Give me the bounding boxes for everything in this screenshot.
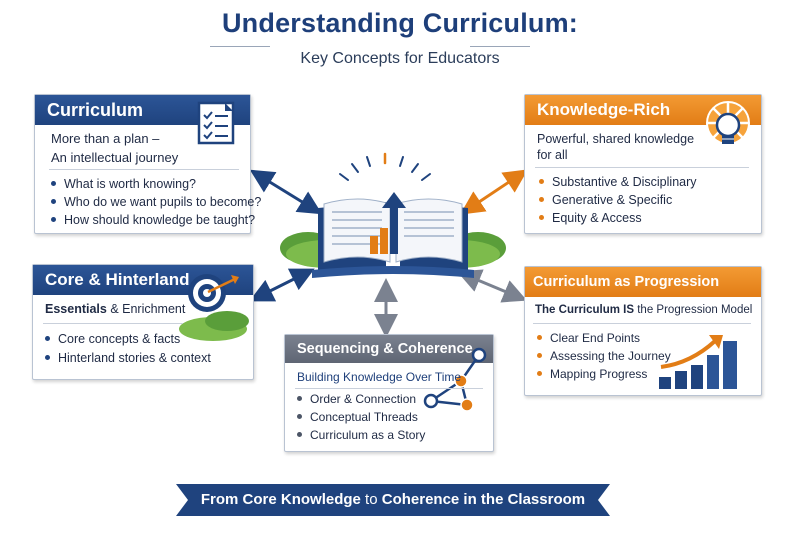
page-subtitle: Key Concepts for Educators — [300, 50, 500, 67]
footer-banner-text: From Core Knowledge to Coherence in the … — [200, 491, 586, 508]
sequencing-bullet: Curriculum as a Story — [297, 428, 425, 442]
progression-subtitle: The Curriculum IS the Progression Model — [535, 304, 753, 316]
progression-bullet: Clear End Points — [537, 331, 640, 345]
core-hinterland-subtitle: Essentials & Enrichment — [45, 302, 186, 316]
progression-card: Curriculum as Progression Model The Curr… — [524, 266, 762, 396]
knowledge-rich-card-title: Knowledge-Rich — [537, 100, 671, 119]
page-title: Understanding Curriculum: — [221, 8, 578, 38]
curriculum-line-2: An intellectual journey — [51, 150, 179, 165]
title-divider-left — [210, 46, 270, 47]
knowledge-rich-line-2: for all — [537, 148, 568, 162]
sequencing-bullet: Order & Connection — [297, 392, 416, 406]
core-hinterland-divider — [43, 323, 183, 324]
core-hinterland-bullet: Core concepts & facts — [45, 332, 180, 346]
progression-card-title: Curriculum as Progression Model — [533, 274, 720, 320]
arrow-core-hinterland — [249, 268, 315, 302]
connected-nodes-icon — [423, 347, 487, 412]
footer-banner: From Core Knowledge to Coherence in the … — [176, 484, 610, 516]
arrow-progression — [456, 269, 528, 303]
knowledge-rich-bullet: Substantive & Disciplinary — [539, 175, 697, 189]
curriculum-divider — [49, 169, 239, 170]
progression-bullet: Assessing the Journey — [537, 349, 671, 363]
knowledge-rich-divider — [535, 167, 749, 168]
title-divider-right — [470, 46, 530, 47]
curriculum-bullet: How should knowledge be taught? — [51, 213, 255, 227]
core-hinterland-card: Core & Hinterland Essentials & Enrichmen… — [32, 264, 254, 380]
open-book-icon — [280, 152, 506, 278]
knowledge-rich-line-1: Powerful, shared knowledge — [537, 132, 695, 146]
rising-bars-icon — [659, 335, 737, 389]
arrow-knowledge-rich — [460, 169, 528, 215]
arrow-curriculum — [249, 169, 323, 215]
curriculum-card-title: Curriculum — [47, 100, 144, 120]
checklist-icon — [197, 101, 235, 145]
banner-ribbon — [176, 484, 610, 516]
sequencing-divider — [295, 388, 483, 389]
lightbulb-icon — [706, 101, 750, 145]
knowledge-rich-bullet: Generative & Specific — [539, 193, 672, 207]
core-hinterland-card-title: Core & Hinterland — [45, 270, 190, 289]
progression-card-header: Curriculum as Progression Model — [525, 267, 761, 320]
curriculum-bullet: What is worth knowing? — [51, 177, 196, 191]
sequencing-card-title: Sequencing & Coherence — [297, 341, 473, 357]
curriculum-bullet: Who do we want pupils to become? — [51, 195, 261, 209]
knowledge-rich-card: Knowledge-Rich Powerful, shared knowledg… — [524, 94, 762, 234]
progression-bullet: Mapping Progress — [537, 367, 647, 381]
open-book-illustration — [278, 150, 508, 290]
sequencing-card: Sequencing & Coherence Building Knowledg… — [284, 334, 494, 452]
target-icon — [179, 274, 249, 341]
core-hinterland-bullet: Hinterland stories & context — [45, 351, 211, 365]
knowledge-rich-bullet: Equity & Access — [539, 211, 642, 225]
curriculum-card: Curriculum More than a plan – An intelle… — [34, 94, 261, 234]
sequencing-subtitle: Building Knowledge Over Time — [297, 370, 462, 384]
progression-divider — [533, 323, 751, 324]
sequencing-card-header: Sequencing & Coherence — [285, 335, 493, 363]
curriculum-line-1: More than a plan – — [51, 131, 160, 146]
sequencing-bullet: Conceptual Threads — [297, 410, 418, 424]
knowledge-rich-card-header: Knowledge-Rich — [525, 95, 761, 125]
